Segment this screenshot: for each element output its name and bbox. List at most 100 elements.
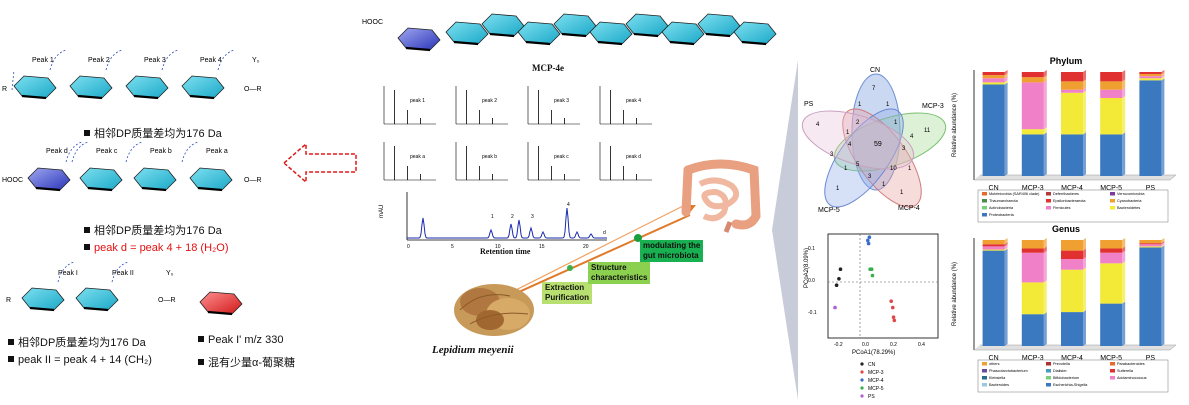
venn-count: 1 [836,186,840,192]
legend-label: Phascolarctobacterium [989,369,1028,373]
sugar-ring-edge [197,186,223,192]
ms-panel-label: peak b [482,154,497,160]
bar-side [1161,238,1165,244]
bar-segment [1100,98,1123,135]
legend-swatch [1110,362,1115,366]
fragment-marker [105,49,123,71]
chrom-peak-label: 2 [511,214,514,220]
row3-rings [21,261,243,316]
legend-label: Proteobacteria [989,213,1015,217]
chrom-peak-label: d [603,230,606,236]
chrom-ylabel: mAU [379,205,385,218]
row3-end-left: R [6,297,11,304]
venn-count: 1 [846,130,850,136]
legend-swatch [1110,192,1115,196]
ms-panel: peak b [455,142,508,181]
bar-segment [1100,72,1123,82]
row1-rings [11,49,235,100]
pcoa-point [834,283,839,287]
bar-segment [1139,244,1162,247]
pcoa-point [867,235,872,239]
bar-segment [982,72,1005,76]
chrom-tick: 5 [451,244,454,250]
bar-side [1004,238,1008,245]
chart-category: MCP-3 [1022,355,1044,362]
chart-title: Genus [1052,224,1080,234]
sugar-ring-edge [189,94,215,100]
legend-label: Firmicutes [1053,206,1071,210]
bar-segment [982,84,1005,176]
bar-segment [1061,89,1083,93]
pcoa-xtick: 0.4 [918,342,925,348]
bar-segment [982,246,1005,250]
row1-end-left: R [2,86,7,93]
pcoa-legend-label: MCP-3 [868,370,884,376]
chrom-peak-label: 3 [531,214,534,220]
venn-count: 10 [890,166,897,172]
bar-side [1043,132,1047,176]
sugar-ring-edge [29,306,55,312]
row2-peak-label: Peak d [46,148,68,155]
maca-root-image [454,284,534,336]
legend-swatch [1110,206,1115,210]
row3-peak-label: Peak I [58,270,78,277]
bar-side [1004,80,1008,85]
venn-count: 2 [856,120,860,126]
step-gut: modulating the gut microbiota [640,240,704,262]
bar-segment [1021,282,1044,315]
bar-segment [1100,134,1123,176]
sugar-ring-glucose [199,291,243,315]
bar-side [1161,72,1165,77]
pcoa-point [833,305,837,310]
legend-swatch [1110,376,1115,380]
bar-side [1083,79,1086,90]
sugar-ring [69,75,113,99]
bar-side [1083,267,1086,313]
fragment-marker [125,141,143,163]
venn-count: 59 [874,141,882,148]
legend-label: Verrucomicrobia [1117,192,1145,196]
legend-swatch [982,192,987,196]
polymer-ring [481,13,525,37]
polymer-ring-edge [597,40,623,46]
bar-segment [1021,134,1044,176]
legend-label: Dialister [1053,369,1067,373]
legend-swatch [1110,369,1115,373]
pcoa-point [869,267,874,271]
row3-peak-label: Peak II [112,270,134,277]
pcoa-legend-label: CN [868,362,876,368]
row1-peak-label: Peak 4 [200,57,222,64]
row1-peak-label: Peak 1 [32,57,54,64]
bar-side [1122,238,1126,249]
pcoa-legend-label: MCP-5 [868,386,884,392]
bar-segment [1139,246,1162,248]
chart-ylabel: Relative abundance (%) [952,262,958,326]
pcoa-point [891,315,896,319]
legend-swatch [1046,199,1051,203]
venn-count: 11 [924,128,931,134]
legend-swatch [982,362,987,366]
sugar-ring-edge [133,94,159,100]
polymer-ring-edge [633,32,659,38]
pcoa-legend-label: MCP-4 [868,378,884,384]
fragment-marker [65,141,83,163]
polymer-ring [733,21,777,45]
bar-segment [1139,72,1162,75]
chart-category: CN [989,185,999,192]
sugar-ring-edge [87,186,113,192]
bar-side [1083,87,1086,93]
bar-segment [1021,240,1044,249]
bar-side [1122,261,1126,304]
polymer-label: MCP-4e [532,63,564,73]
venn-count: 1 [900,190,904,196]
legend-label: Klebsiella [989,376,1006,380]
legend-swatch [1110,199,1115,203]
polymer-ring-edge [489,32,515,38]
pcoa-point [837,277,841,281]
sugar-ring-edge [83,306,109,312]
polymer-ring [661,21,705,45]
bar-side [1043,75,1047,83]
bar-side [1004,73,1008,79]
ms-panel: peak c [527,142,580,181]
